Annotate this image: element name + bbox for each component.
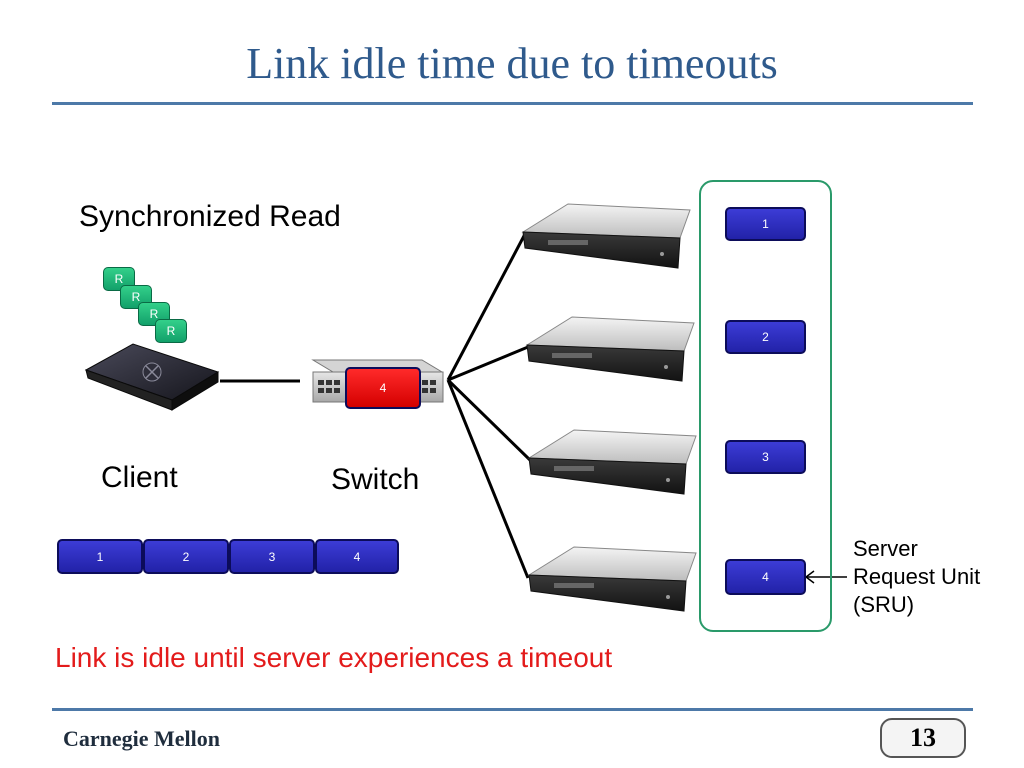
sru-block: 1 — [725, 207, 806, 241]
switch-label: Switch — [331, 463, 420, 496]
title-divider — [52, 102, 973, 105]
footer-divider — [52, 708, 973, 711]
sru-block: 3 — [725, 440, 806, 474]
sru-label-line: (SRU) — [853, 592, 915, 617]
idle-caption: Link is idle until server experiences a … — [55, 642, 613, 673]
sru-label-line: Request Unit — [853, 564, 981, 589]
link-block: 3 — [229, 539, 315, 574]
link-block: 2 — [143, 539, 229, 574]
page-number: 13 — [880, 718, 966, 758]
request-tag: R — [138, 302, 170, 326]
synchronized-read-label: Synchronized Read — [79, 200, 341, 233]
sru-label-line: Server — [853, 536, 918, 561]
link-block: 4 — [315, 539, 399, 574]
link-block: 1 — [57, 539, 143, 574]
sru-block: 2 — [725, 320, 806, 354]
switch-server-links — [446, 233, 532, 579]
rack-server-icon — [527, 429, 697, 495]
footer-logo: Carnegie Mellon — [63, 726, 221, 751]
sru-container — [699, 180, 832, 632]
rack-server-icon — [521, 203, 691, 269]
request-tag: R — [155, 319, 187, 343]
rack-server-icon — [525, 316, 695, 382]
switch-buffer-block: 4 — [345, 367, 421, 409]
page-title: Link idle time due to timeouts — [246, 39, 778, 88]
sru-block: 4 — [725, 559, 806, 595]
client-server-icon — [84, 343, 220, 411]
sru-pointer-arrow — [804, 570, 847, 584]
rack-server-icon — [527, 546, 697, 612]
client-label: Client — [101, 461, 178, 494]
sru-label: Server Request Unit (SRU) — [853, 535, 980, 619]
